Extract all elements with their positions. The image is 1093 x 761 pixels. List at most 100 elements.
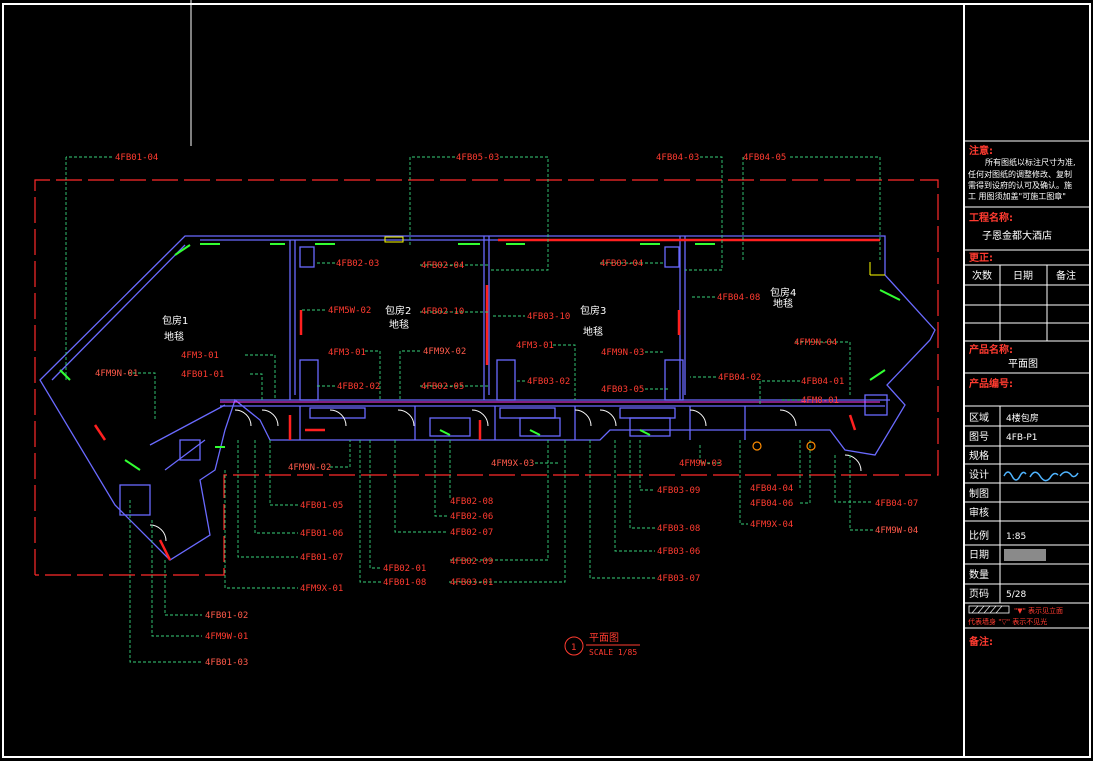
callout: 4FB02-02 <box>337 382 380 392</box>
callout: 4FB03-01 <box>450 578 493 588</box>
field-label: 审核 <box>969 506 989 519</box>
revision-header-date: 日期 <box>1013 270 1033 282</box>
leader-lines <box>65 156 881 663</box>
plan-name: 平面图 <box>589 632 619 644</box>
callout: 4FB04-01 <box>801 377 844 387</box>
callout: 4FB02-06 <box>450 512 493 522</box>
callout: 4FB01-07 <box>300 553 343 563</box>
notes-line-4: 工 用图须加盖"可施工图章" <box>968 191 1066 201</box>
notes-line-1: 所有图纸以标注尺寸为准, <box>985 157 1076 167</box>
room-2-floor: 地毯 <box>389 318 409 331</box>
date-placeholder-block <box>1004 549 1046 561</box>
product-name: 平面图 <box>1008 358 1038 370</box>
callout: 4FM9N-03 <box>601 348 644 358</box>
callout: 4FB03-04 <box>600 259 643 269</box>
callout: 4FM9N-04 <box>794 338 837 348</box>
field-label: 制图 <box>969 487 989 500</box>
field-label: 区域 <box>969 411 989 424</box>
callout: 4FB02-01 <box>383 564 426 574</box>
room-3-floor: 地毯 <box>583 325 603 338</box>
callout: 4FB04-04 <box>750 484 793 494</box>
callout: 4FB02-05 <box>421 382 464 392</box>
revision-header-count: 次数 <box>972 269 992 282</box>
designer-signature <box>1003 471 1079 482</box>
callout: 4FB01-04 <box>115 153 158 163</box>
callout: 4FB03-08 <box>657 524 700 534</box>
plan-scale: SCALE 1/85 <box>589 648 637 657</box>
product-number-label: 产品编号: <box>969 377 1013 390</box>
callout-labels: 4FB01-04 4FB05-03 4FB04-03 4FB04-05 4FB0… <box>95 153 918 668</box>
room-3-name: 包房3 <box>580 304 606 317</box>
drawing-frame <box>2 3 1091 758</box>
notes-label: 注意: <box>969 144 993 157</box>
callout: 4FB01-08 <box>383 578 426 588</box>
product-name-label: 产品名称: <box>969 343 1013 356</box>
floor-plan-walls <box>39 235 936 561</box>
callout: 4FB02-07 <box>450 528 493 538</box>
callout: 4FB03-09 <box>657 486 700 496</box>
callout: 4FM9X-02 <box>423 347 466 357</box>
revision-header-remark: 备注 <box>1056 269 1076 282</box>
callout: 4FB01-02 <box>205 611 248 621</box>
green-fixtures <box>59 236 901 471</box>
callout: 4FB02-03 <box>336 259 379 269</box>
callout: 4FB03-02 <box>527 377 570 387</box>
callout: 4FB03-06 <box>657 547 700 557</box>
callout: 4FB03-05 <box>601 385 644 395</box>
callout: 4FB04-05 <box>743 153 786 163</box>
notes-line-2: 任何对图纸的调整修改、复制 <box>968 169 1072 179</box>
callout: 4FB04-06 <box>750 499 793 509</box>
field-label: 页码 <box>969 588 989 600</box>
orange-markers <box>752 441 816 451</box>
callout: 4FM9W-04 <box>875 526 918 536</box>
callout: 4FM3-01 <box>516 341 554 351</box>
callout: 4FM3-01 <box>181 351 219 361</box>
callout: 4FB01-06 <box>300 529 343 539</box>
room-4-floor: 地毯 <box>773 297 793 310</box>
callout: 4FM9X-04 <box>750 520 793 530</box>
field-label: 数量 <box>969 568 989 581</box>
callout: 4FB05-03 <box>456 153 499 163</box>
callout: 4FM5W-02 <box>328 306 371 316</box>
callout: 4FB04-03 <box>656 153 699 163</box>
room-1-floor: 地毯 <box>164 330 184 343</box>
plan-title: 1 平面图 SCALE 1/85 <box>564 632 640 657</box>
callout: 4FB01-01 <box>181 370 224 380</box>
callout: 4FB02-10 <box>421 307 464 317</box>
room-1-name: 包房1 <box>162 314 188 327</box>
callout: 4FB01-03 <box>205 658 248 668</box>
legend-hatch-swatch <box>968 605 1010 614</box>
callout: 4FM9N-01 <box>95 369 138 379</box>
field-label: 规格 <box>969 449 989 462</box>
callout: 4FM9W-01 <box>205 632 248 642</box>
callout: 4FM9X-03 <box>491 459 534 469</box>
room-2-name: 包房2 <box>385 304 411 317</box>
field-value: 1:85 <box>1006 532 1026 542</box>
callout: 4FM9X-01 <box>300 584 343 594</box>
legend-line-1: "▼" 表示见立面 <box>1014 606 1063 615</box>
remarks-label: 备注: <box>968 635 993 648</box>
project-name: 子恩金都大酒店 <box>982 229 1052 242</box>
callout: 4FM9W-03 <box>679 459 722 469</box>
room-4-name: 包房4 <box>770 286 796 299</box>
title-block <box>964 140 1090 629</box>
accent-elements <box>93 238 880 561</box>
callout: 4FB04-07 <box>875 499 918 509</box>
plan-number: 1 <box>571 643 577 653</box>
callout: 4FB02-04 <box>421 261 464 271</box>
notes-line-3: 需得到设府的认可及确认。施 <box>968 180 1072 190</box>
callout: 4FB02-09 <box>450 557 493 567</box>
field-label: 图号 <box>969 431 989 443</box>
field-label: 日期 <box>969 549 989 561</box>
callout: 4FB03-07 <box>657 574 700 584</box>
callout: 4FB03-10 <box>527 312 570 322</box>
callout: 4FM3-01 <box>328 348 366 358</box>
callout: 4FB04-02 <box>718 373 761 383</box>
project-label: 工程名称: <box>969 211 1013 224</box>
callout: 4FM9N-02 <box>288 463 331 473</box>
field-value: 5/28 <box>1006 590 1026 600</box>
callout: 4FB02-08 <box>450 497 493 507</box>
boundary-outline <box>34 179 939 576</box>
callout: 4FB01-05 <box>300 501 343 511</box>
